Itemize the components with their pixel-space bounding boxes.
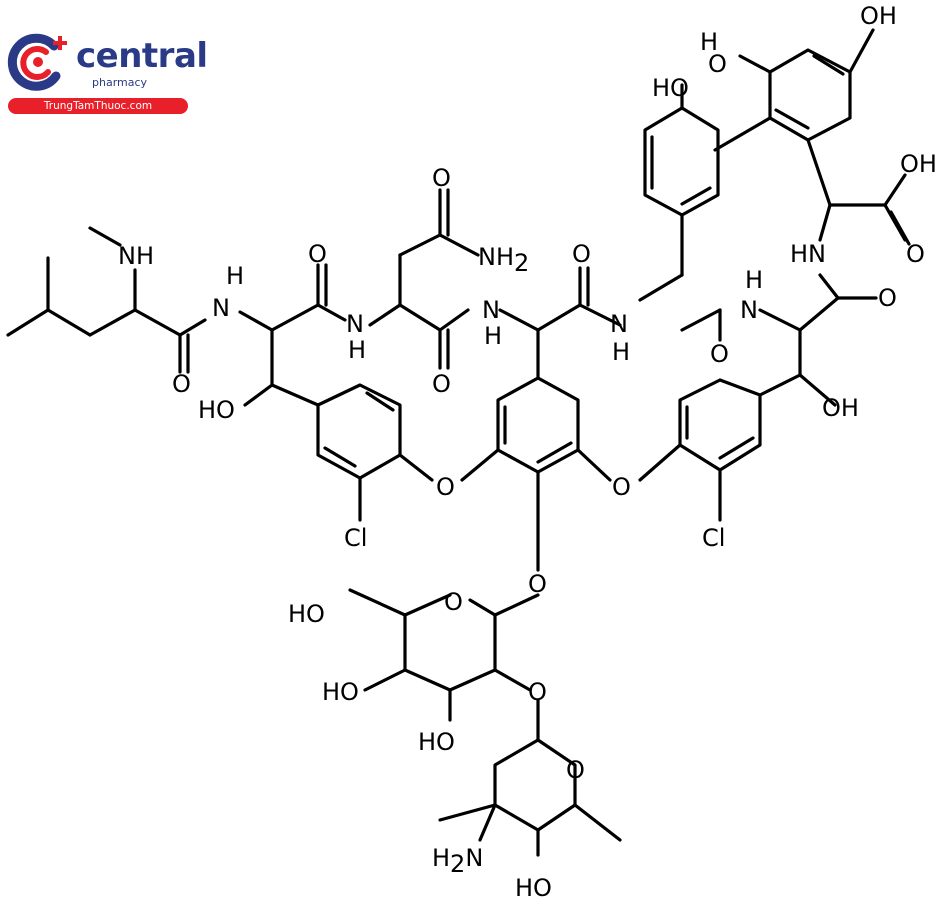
label-cl2: Cl bbox=[702, 524, 725, 552]
label-h-mid: H bbox=[484, 322, 502, 350]
label-hn-right: HN bbox=[790, 240, 826, 268]
brand-site: TrungTamThuoc.com bbox=[8, 98, 188, 114]
label-h-right2: H bbox=[745, 266, 763, 294]
label-nh-methyl: NH bbox=[118, 242, 154, 270]
label-ether-o2: O bbox=[612, 473, 631, 501]
brand-name: central bbox=[76, 36, 208, 76]
label-n-mid: N bbox=[482, 296, 500, 324]
central-pharmacy-logo: central pharmacy TrungTamThuoc.com bbox=[6, 32, 208, 124]
brand-tagline: pharmacy bbox=[92, 76, 148, 89]
label-nh2: NH2 bbox=[478, 243, 529, 277]
label-o-vanc: O bbox=[566, 756, 585, 784]
label-o-asn: O bbox=[432, 370, 451, 398]
label-n-low: N bbox=[610, 310, 628, 338]
label-o-right: O bbox=[878, 284, 897, 312]
label-ho-c3: HO bbox=[418, 728, 455, 756]
label-n-right2: N bbox=[740, 296, 758, 324]
label-cl1: Cl bbox=[344, 524, 367, 552]
label-oh-vanc: HO bbox=[515, 874, 552, 902]
label-ho-phenol: HO bbox=[652, 74, 689, 102]
label-ring-o: O bbox=[444, 588, 463, 616]
label-h-low: H bbox=[612, 338, 630, 366]
label-amide-o: O bbox=[432, 164, 451, 192]
label-n1: N bbox=[212, 294, 230, 322]
label-n-asn: N bbox=[346, 310, 364, 338]
label-o-mid: O bbox=[572, 240, 591, 268]
label-cooh-oh: OH bbox=[900, 150, 937, 178]
logo-mark-icon bbox=[7, 33, 67, 91]
label-glyc-o: O bbox=[528, 570, 547, 598]
label-ether-o1: O bbox=[436, 473, 455, 501]
label-oh-top: OH bbox=[860, 2, 897, 30]
label-o-low: O bbox=[710, 340, 729, 368]
label-ho-left: HO bbox=[198, 396, 235, 424]
label-acid-o: O bbox=[906, 240, 925, 268]
label-o-link: O bbox=[528, 678, 547, 706]
label-ho-ch2: HO bbox=[288, 600, 325, 628]
bond-lines bbox=[6, 28, 911, 857]
label-h-o: H bbox=[700, 28, 718, 56]
label-oh-right: OH bbox=[822, 394, 859, 422]
label-ho-c4: HO bbox=[322, 678, 359, 706]
label-h2n: H2N bbox=[432, 844, 483, 878]
label-o-leu: O bbox=[172, 370, 191, 398]
label-h1: H bbox=[226, 262, 244, 290]
label-o1: O bbox=[308, 240, 327, 268]
label-o-upper: O bbox=[708, 50, 727, 78]
label-h-asn: H bbox=[348, 336, 366, 364]
